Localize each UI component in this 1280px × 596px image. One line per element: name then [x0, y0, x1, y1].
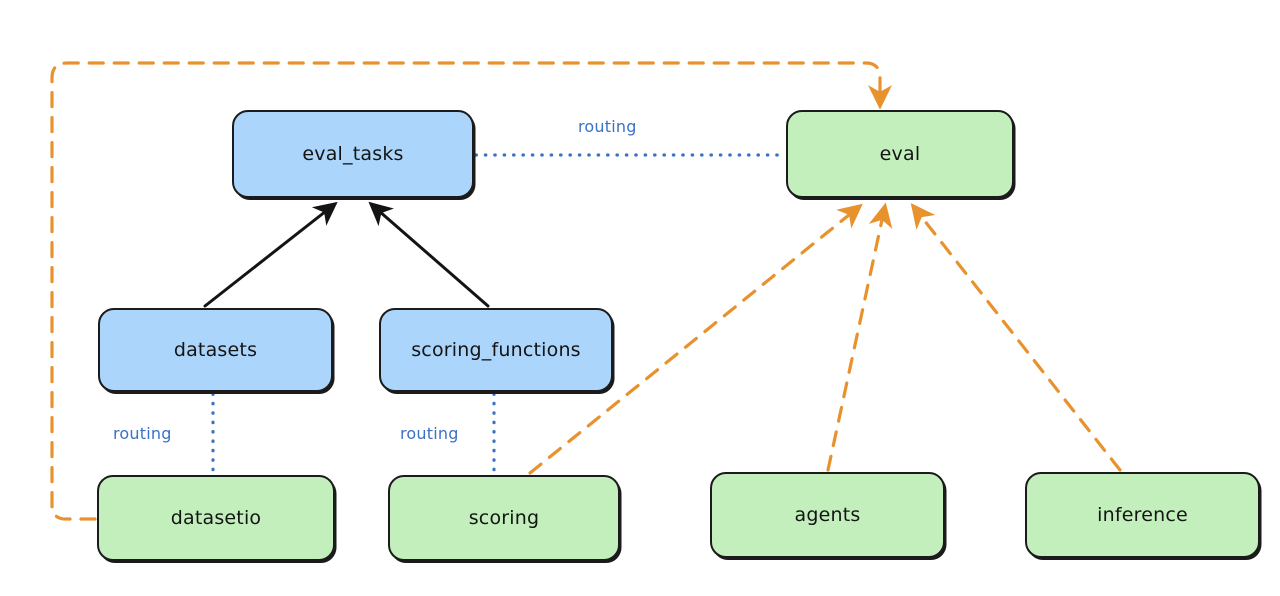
node-scoring-label: scoring	[468, 506, 540, 529]
node-scoring-functions[interactable]: scoring_functions	[379, 308, 613, 392]
node-eval[interactable]: eval	[786, 110, 1014, 198]
edge-label-routing-eval: routing	[578, 117, 637, 136]
edge-inference-to-eval	[910, 203, 1122, 472]
edge-agents-to-eval	[826, 202, 893, 472]
edge-label-routing-datasetio: routing	[113, 424, 172, 443]
node-scoring-functions-label: scoring_functions	[411, 338, 581, 361]
node-inference[interactable]: inference	[1025, 472, 1260, 558]
node-agents-label: agents	[794, 503, 861, 526]
node-agents[interactable]: agents	[710, 472, 945, 558]
node-datasets-label: datasets	[173, 338, 258, 361]
edge-label-routing-scoring: routing	[400, 424, 459, 443]
edge-scoring-functions-to-eval-tasks	[368, 201, 490, 308]
node-eval-tasks[interactable]: eval_tasks	[232, 110, 474, 198]
edge-datasets-to-eval-tasks	[203, 201, 338, 308]
node-inference-label: inference	[1097, 503, 1188, 526]
node-scoring[interactable]: scoring	[388, 475, 620, 561]
node-datasetio[interactable]: datasetio	[97, 475, 335, 561]
node-eval-tasks-label: eval_tasks	[302, 142, 404, 165]
node-datasets[interactable]: datasets	[98, 308, 333, 392]
node-eval-label: eval	[879, 142, 921, 165]
node-datasetio-label: datasetio	[170, 506, 262, 529]
